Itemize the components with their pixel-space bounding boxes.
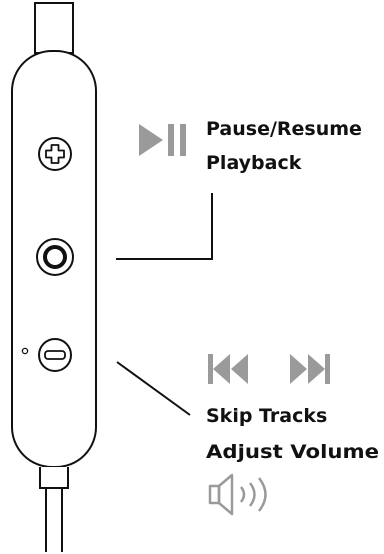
center-button[interactable] bbox=[36, 238, 74, 276]
play-pause-icon bbox=[139, 124, 186, 156]
center-button-ring bbox=[36, 238, 74, 276]
microphone-hole-icon bbox=[21, 347, 29, 355]
plus-button-ring bbox=[38, 137, 72, 171]
cable-junction bbox=[39, 467, 69, 489]
speaker-volume-icon bbox=[208, 473, 267, 516]
top-connector bbox=[34, 2, 74, 54]
leader-line-pause bbox=[116, 193, 213, 260]
leader-line-skip bbox=[116, 361, 191, 416]
next-track-icon bbox=[290, 354, 330, 384]
label-pause-resume: Pause/Resume bbox=[206, 118, 362, 140]
plus-button[interactable] bbox=[38, 137, 72, 171]
minus-button[interactable] bbox=[38, 338, 72, 372]
cable bbox=[45, 488, 63, 552]
plus-icon bbox=[45, 144, 65, 164]
minus-button-ring bbox=[38, 338, 72, 372]
minus-icon bbox=[44, 350, 66, 360]
circle-icon bbox=[43, 245, 67, 269]
previous-track-icon bbox=[208, 354, 248, 384]
label-playback: Playback bbox=[206, 152, 302, 174]
label-skip-tracks: Skip Tracks bbox=[206, 405, 327, 427]
label-adjust-volume: Adjust Volume bbox=[206, 441, 379, 463]
